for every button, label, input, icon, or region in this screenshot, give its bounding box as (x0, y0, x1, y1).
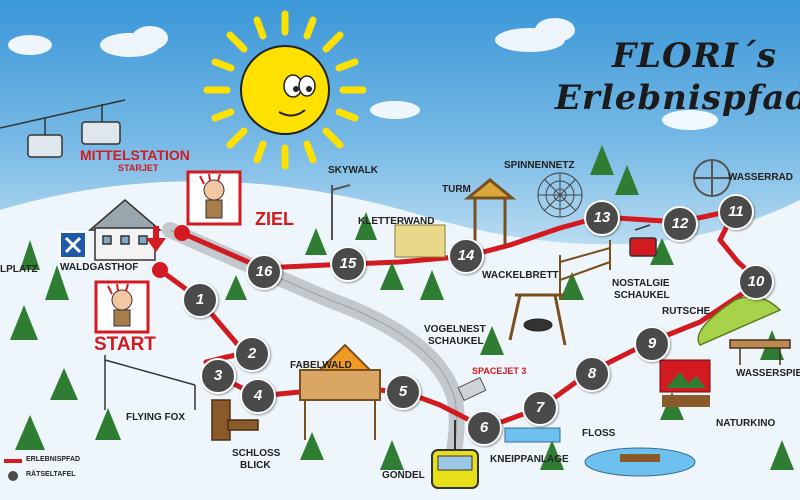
gondola-icon (431, 420, 479, 489)
label-gondel: GONDEL (382, 470, 425, 481)
mittelstation-label: MITTELSTATION (80, 147, 190, 163)
spacejet (457, 376, 487, 402)
climbing-wall (394, 224, 446, 258)
legend-board-swatch (8, 471, 18, 481)
ski-sign-icon (59, 231, 87, 259)
station-1[interactable]: 1 (182, 282, 218, 318)
label-ziel: ZIEL (255, 209, 294, 229)
label-turm: TURM (442, 184, 471, 195)
station-16[interactable]: 16 (246, 254, 282, 290)
label-lplatz: LPLATZ (0, 264, 38, 275)
station-10[interactable]: 10 (738, 264, 774, 300)
chairlift-icon (0, 99, 126, 158)
label-vogelnest-schaukel-2: SCHAUKEL (428, 336, 484, 347)
label-waldgasthof: WALDGASTHOF (60, 262, 139, 273)
label-skywalk: SKYWALK (328, 165, 378, 176)
spider-web-icon (537, 172, 583, 218)
label-wackelbrett: WACKELBRETT (482, 270, 559, 281)
bench (211, 399, 259, 441)
station-13[interactable]: 13 (584, 200, 620, 236)
station-7[interactable]: 7 (522, 390, 558, 426)
trail-node (174, 225, 190, 241)
skywalk (331, 184, 351, 240)
label-kneippanlage: KNEIPPANLAGE (490, 454, 569, 465)
kneipp-pool (504, 427, 561, 443)
station-5[interactable]: 5 (385, 374, 421, 410)
nostalgia-swing (629, 224, 657, 257)
flying-fox (104, 355, 196, 410)
station-9[interactable]: 9 (634, 326, 670, 362)
label-spacejet: SPACEJET 3 (472, 366, 527, 376)
station-2[interactable]: 2 (234, 336, 270, 372)
label-wasserrad: WASSERRAD (728, 172, 794, 183)
label-floss: FLOSS (582, 428, 616, 439)
flori-mascot-icon (186, 170, 242, 226)
station-3[interactable]: 3 (200, 358, 236, 394)
water-wheel-icon (693, 159, 731, 197)
label-rutsche: RUTSCHE (662, 306, 711, 317)
cloud (8, 18, 718, 130)
naturkino-screen (659, 359, 711, 407)
water-play (729, 339, 791, 365)
label-schloss-blick-1: SCHLOSS (232, 448, 281, 459)
sun-icon (203, 10, 367, 170)
map-title-line1: FLORI´s (612, 36, 777, 76)
label-fabelwald: FABELWALD (290, 360, 352, 371)
flori-mascot-icon (94, 280, 150, 334)
station-12[interactable]: 12 (662, 206, 698, 242)
trail-node (152, 262, 168, 278)
legend-board-label: RÄTSELTAFEL (26, 471, 76, 478)
label-wasserspiel: WASSERSPIEL (736, 368, 800, 379)
map-title-line2: Erlebnispfad (555, 78, 800, 118)
down-arrow-icon (146, 226, 166, 252)
label-spinnennetz: SPINNENNETZ (504, 160, 575, 171)
label-naturkino: NATURKINO (716, 418, 776, 429)
legend-board: RÄTSELTAFEL (26, 471, 76, 478)
station-15[interactable]: 15 (330, 246, 366, 282)
station-8[interactable]: 8 (574, 356, 610, 392)
station-6[interactable]: 6 (466, 410, 502, 446)
label-schloss-blick-2: BLICK (240, 460, 271, 471)
label-start: START (94, 334, 156, 355)
label-vogelnest-schaukel-1: VOGELNEST (424, 324, 486, 335)
legend-path: ERLEBNISPFAD (26, 456, 80, 463)
wobble-bridge (559, 240, 611, 300)
forest-trees (10, 145, 794, 470)
legend-path-label: ERLEBNISPFAD (26, 456, 81, 463)
fabelwald-structure (299, 343, 381, 440)
label-kletterwand: KLETTERWAND (358, 216, 435, 227)
station-4[interactable]: 4 (240, 378, 276, 414)
label-nostalgie-schaukel-2: SCHAUKEL (614, 290, 670, 301)
mittelstation-sublabel: STARJET (118, 163, 159, 173)
label-flying-fox: FLYING FOX (126, 412, 186, 423)
station-11[interactable]: 11 (718, 194, 754, 230)
label-nostalgie-schaukel-1: NOSTALGIE (612, 278, 670, 289)
nest-swing (508, 293, 567, 346)
tower (463, 178, 517, 245)
station-14[interactable]: 14 (448, 238, 484, 274)
